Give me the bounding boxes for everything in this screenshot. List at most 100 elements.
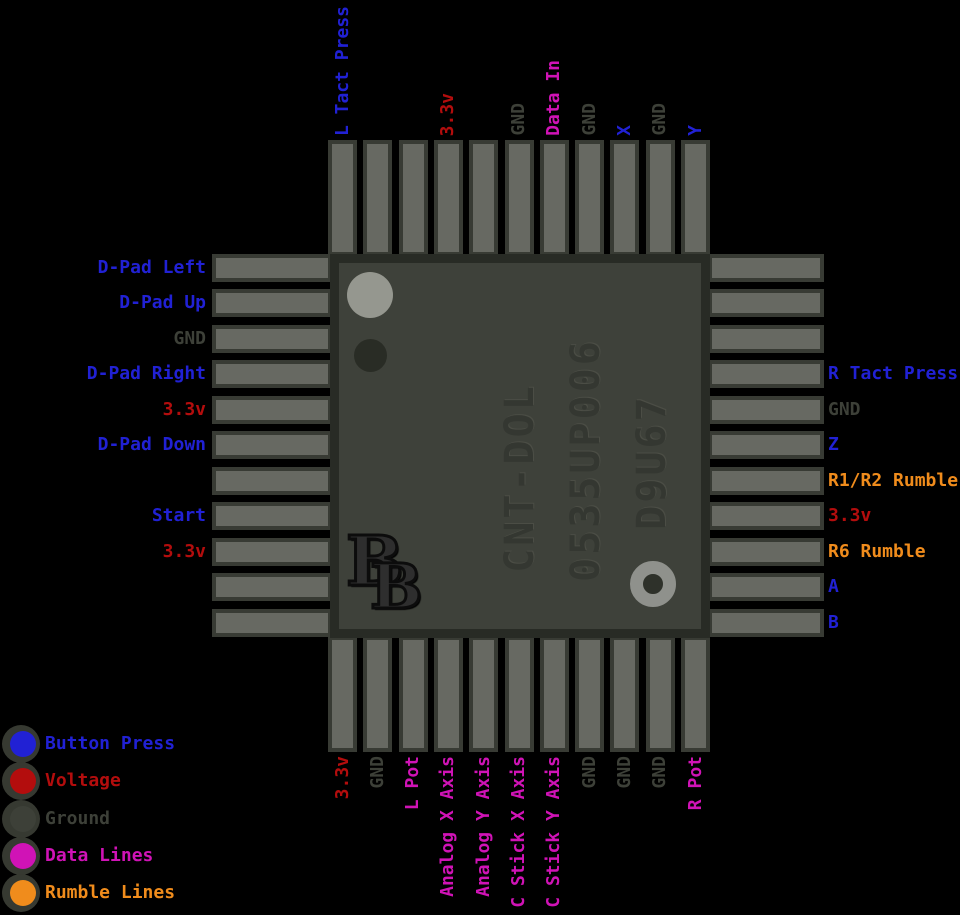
legend-label: Button Press (45, 733, 176, 754)
pin-top-4 (433, 140, 463, 256)
pin-left-11 (212, 608, 332, 637)
legend-voltage-dot-icon (10, 768, 36, 795)
pin-left-1 (212, 254, 332, 282)
pin-left-10 (212, 573, 332, 602)
legend-button-dot-icon (10, 731, 36, 757)
pin-top-6 (504, 140, 534, 256)
pin-label-bottom-11: R Pot (684, 756, 706, 811)
pin-bottom-10 (645, 636, 675, 752)
pin-label-top-6: GND (508, 103, 529, 136)
pin-right-9 (708, 537, 824, 566)
legend-color-ring (2, 762, 40, 801)
legend-ground-dot-icon (10, 805, 36, 832)
chip-marking-part-number: CNT-DOL (497, 383, 543, 573)
pin-label-top-4: 3.3v (437, 92, 459, 136)
pin-top-8 (575, 140, 605, 256)
pin-label-right-4: R Tact Press (828, 363, 959, 385)
pin-label-bottom-6: C Stick X Axis (508, 756, 529, 908)
pin-bottom-4 (433, 636, 463, 752)
logo-letter-icon: B (344, 521, 405, 604)
pin-label-left-3: GND (173, 327, 206, 349)
pin-label-left-8: Start (151, 505, 206, 527)
pin-right-11 (708, 608, 824, 637)
pin-top-7 (539, 140, 569, 256)
pin-label-right-11: B (828, 611, 839, 633)
pin-label-bottom-9: GND (613, 756, 635, 789)
pin-left-6 (212, 431, 332, 460)
pin-bottom-3 (398, 636, 428, 752)
logo-letter-icon: B (368, 549, 423, 625)
pin-right-2 (708, 289, 824, 318)
pin-label-top-10: GND (649, 103, 671, 136)
legend-color-ring (2, 874, 40, 912)
chip-marking-lot-code: D9U67 (629, 394, 675, 530)
pin-right-10 (708, 573, 824, 602)
pin-bottom-11 (681, 636, 710, 752)
legend-rumble-dot-icon (10, 880, 36, 906)
pin-label-left-9: 3.3v (162, 540, 206, 562)
pin-label-left-4: D-Pad Right (86, 363, 206, 385)
pin-label-top-8: GND (578, 103, 600, 136)
pin-right-8 (708, 502, 824, 531)
pin-label-right-6: Z (828, 434, 839, 456)
pin-label-bottom-8: GND (578, 756, 600, 789)
mold-ring-mark (630, 561, 676, 607)
small-mold-dot (354, 339, 387, 372)
legend-color-ring (2, 799, 40, 838)
pin-left-8 (212, 502, 332, 531)
pin-right-1 (708, 254, 824, 282)
pin-top-2 (363, 140, 393, 256)
pin-bottom-9 (610, 636, 640, 752)
pin-right-5 (708, 395, 824, 424)
legend-label: Rumble Lines (45, 882, 176, 903)
pin-label-right-7: R1/R2 Rumble (828, 469, 959, 491)
legend-label: Data Lines (45, 844, 154, 866)
pin-top-5 (469, 140, 499, 256)
pin-bottom-2 (363, 636, 393, 752)
pin-left-7 (212, 466, 332, 495)
pin-top-10 (645, 140, 675, 256)
pin-right-7 (708, 466, 824, 495)
pin-bottom-7 (539, 636, 569, 752)
legend-color-ring (2, 836, 40, 875)
pin-top-9 (610, 140, 640, 256)
pin-label-top-1: L Tact Press (331, 5, 353, 136)
pin-top-11 (681, 140, 710, 256)
pin-left-5 (212, 395, 332, 424)
pin-label-left-2: D-Pad Up (119, 292, 206, 314)
legend-label: Voltage (45, 770, 121, 792)
pin-bottom-6 (504, 636, 534, 752)
legend-label: Ground (45, 807, 111, 829)
legend-color-ring (2, 725, 40, 763)
pin-label-top-7: Data In (543, 60, 565, 136)
pin-top-3 (398, 140, 428, 256)
chip-marking-serial: 0535UP006 (563, 338, 609, 582)
pin1-indicator-dot (347, 272, 393, 318)
pin-label-left-1: D-Pad Left (97, 257, 206, 278)
pin-label-bottom-7: C Stick Y Axis (543, 756, 565, 908)
pin-bottom-5 (469, 636, 499, 752)
bitbuilt-logo: B B (344, 521, 430, 625)
legend-data-dot-icon (10, 842, 36, 869)
pin-bottom-8 (575, 636, 605, 752)
pin-label-bottom-10: GND (649, 756, 671, 789)
pin-label-bottom-5: Analog Y Axis (472, 756, 494, 897)
pin-label-top-9: X (613, 125, 635, 136)
pin-label-right-10: A (828, 576, 839, 598)
pin-label-bottom-1: 3.3v (331, 756, 353, 800)
pin-label-right-8: 3.3v (828, 505, 872, 527)
pin-left-2 (212, 289, 332, 318)
pin-label-bottom-2: GND (366, 756, 388, 789)
pin-right-3 (708, 324, 824, 353)
pin-label-top-11: Y (684, 125, 706, 136)
pin-label-bottom-4: Analog X Axis (437, 756, 459, 897)
pin-left-3 (212, 324, 332, 353)
pin-label-right-5: GND (828, 398, 861, 420)
pin-label-right-9: R6 Rumble (828, 540, 926, 562)
pin-bottom-1 (328, 636, 357, 752)
pin-label-left-6: D-Pad Down (97, 434, 206, 456)
pin-left-9 (212, 537, 332, 566)
chip-package (330, 254, 710, 638)
pin-left-4 (212, 360, 332, 389)
